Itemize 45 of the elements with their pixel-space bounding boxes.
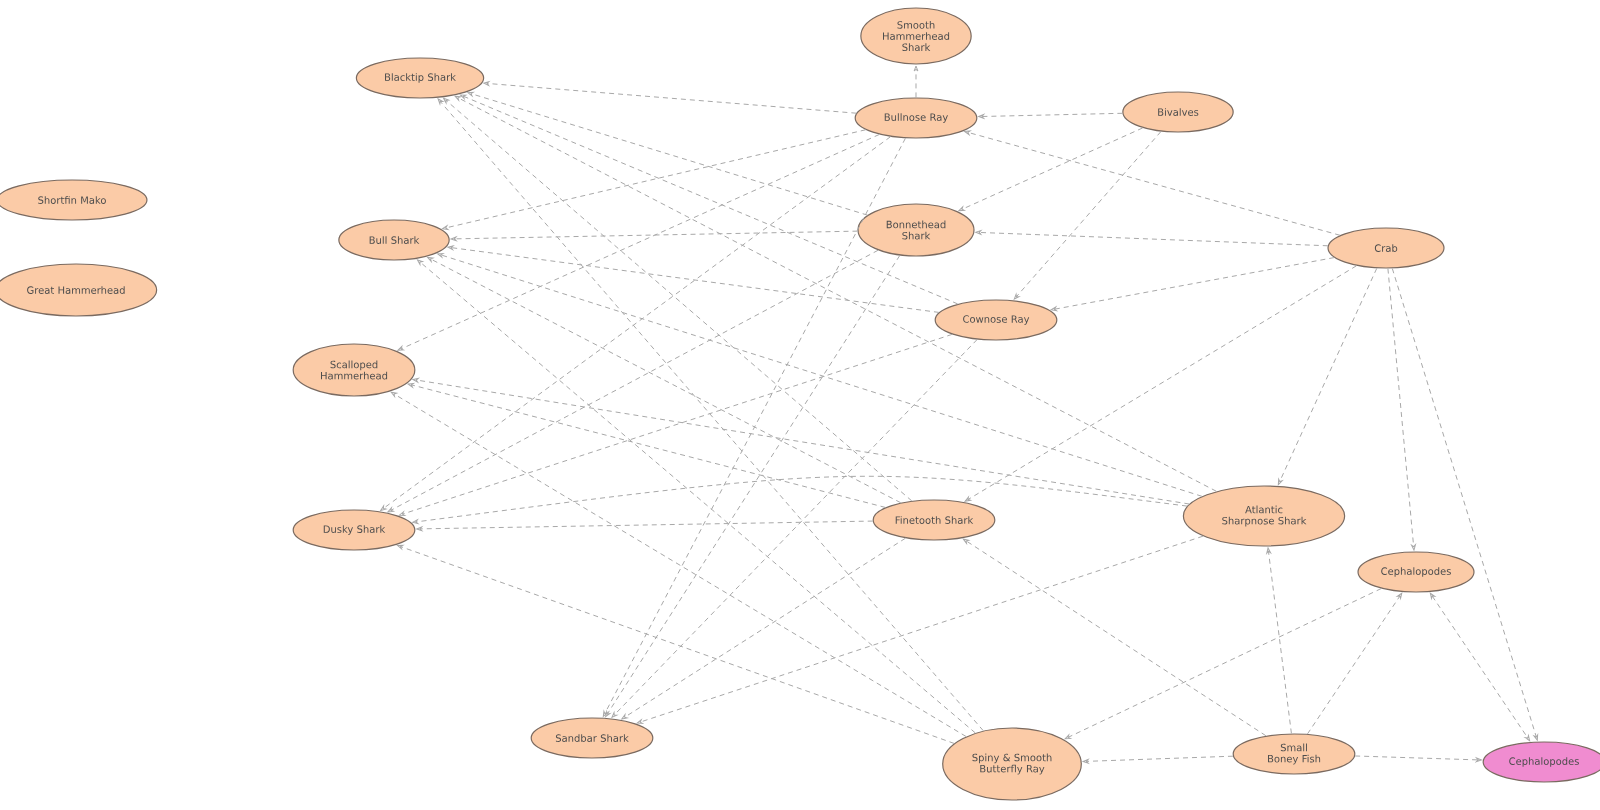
arrow	[416, 259, 976, 734]
arrow	[397, 134, 880, 351]
arrow	[1429, 592, 1531, 742]
arrow	[447, 245, 940, 313]
arrow	[964, 130, 1341, 236]
arrow	[442, 129, 867, 230]
arrow	[964, 265, 1357, 502]
arrow	[454, 95, 1217, 492]
arrow	[1307, 592, 1403, 735]
arrow	[450, 230, 858, 242]
arrow	[1064, 588, 1382, 740]
arrow	[636, 535, 1204, 724]
arrow	[459, 94, 959, 305]
arrow	[958, 127, 1144, 212]
arrow	[1354, 755, 1482, 763]
arrow	[611, 339, 978, 718]
arrow	[962, 538, 1267, 737]
arrow	[602, 137, 906, 717]
arrow	[443, 97, 913, 502]
arrow	[913, 65, 919, 98]
arrow	[437, 98, 984, 732]
arrow	[975, 230, 1329, 247]
arrow	[387, 249, 879, 513]
arrow	[412, 377, 1190, 505]
arrow	[1266, 547, 1292, 734]
arrow	[605, 255, 901, 718]
arrow	[1387, 268, 1416, 551]
arrow	[1013, 131, 1162, 300]
arrow	[437, 253, 1203, 497]
arrow	[1391, 268, 1539, 741]
arrow	[621, 537, 906, 720]
arrow	[398, 333, 953, 516]
arrow	[390, 391, 967, 737]
arrow	[407, 382, 886, 508]
arrow	[412, 476, 1188, 525]
arrow	[380, 136, 891, 511]
arrow	[483, 81, 857, 114]
arrow	[397, 544, 955, 744]
arrow	[1277, 267, 1378, 486]
arrow	[427, 256, 902, 504]
arrow	[978, 112, 1123, 119]
arrow	[467, 91, 868, 216]
arrow	[416, 520, 874, 532]
arrow	[1082, 755, 1234, 764]
arrow	[1050, 257, 1335, 312]
